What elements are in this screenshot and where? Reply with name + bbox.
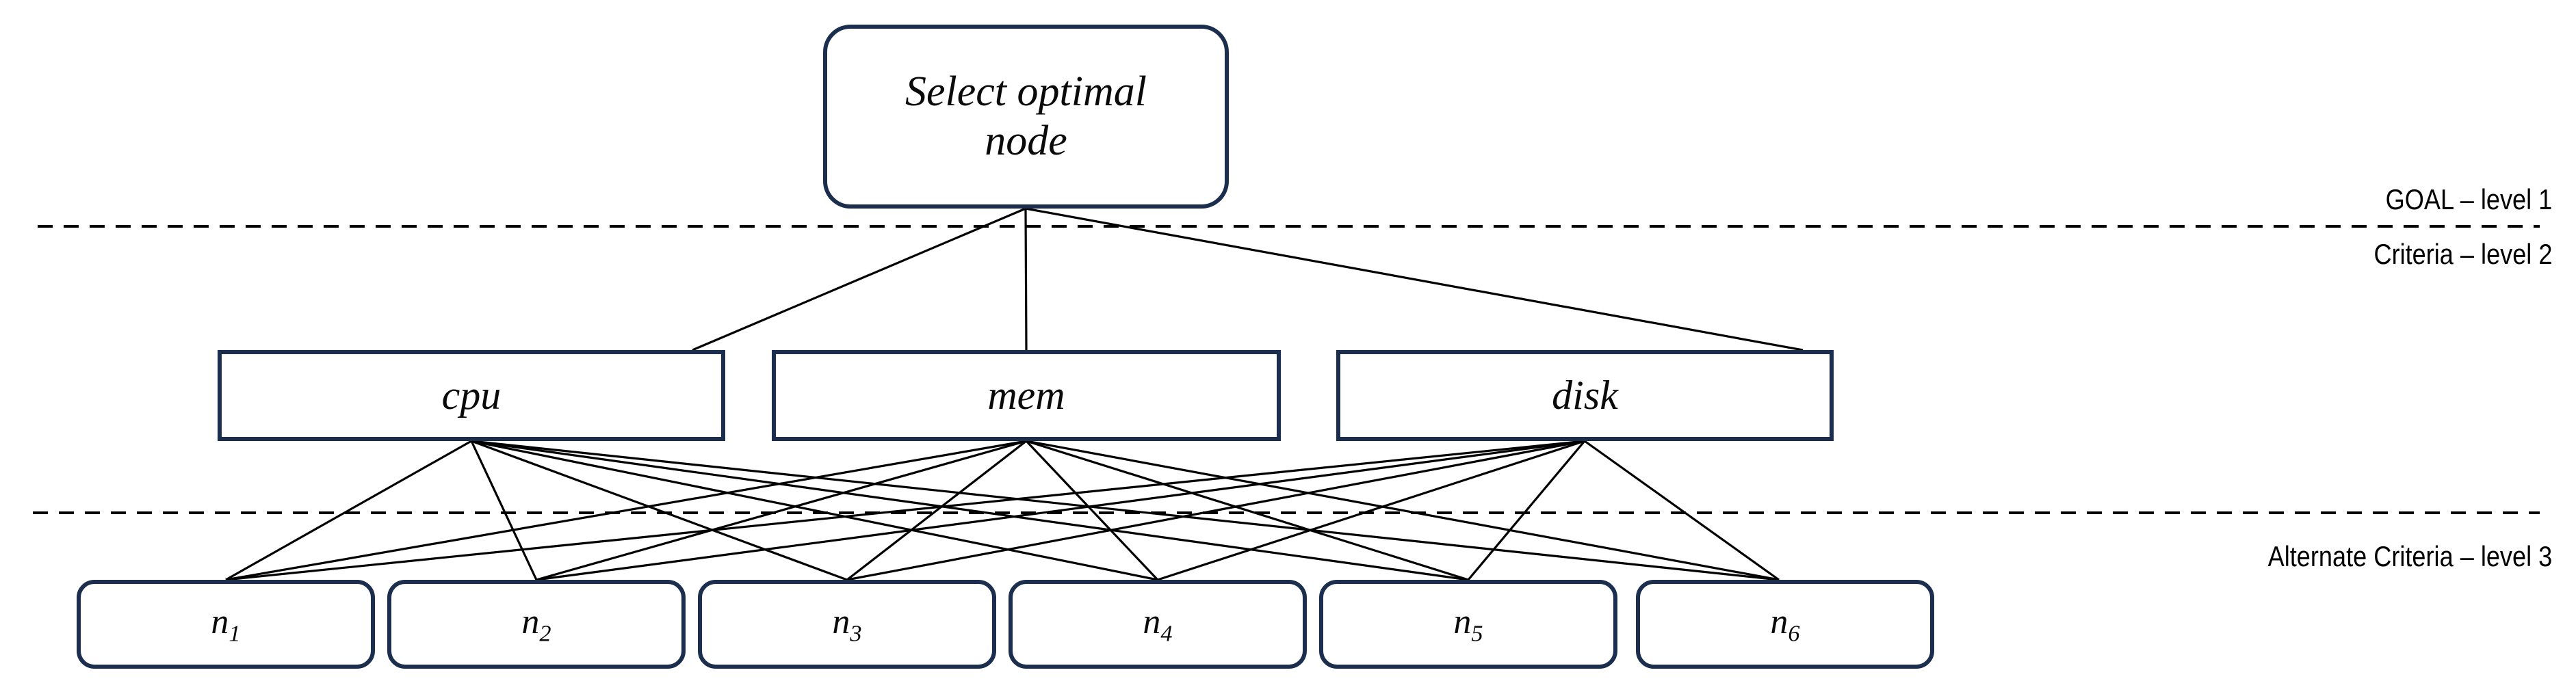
alternative-node-n6-subscript: 6 bbox=[1788, 620, 1800, 647]
edges-mem-to-alternatives bbox=[225, 440, 1780, 581]
criterion-node-cpu[interactable]: cpu bbox=[218, 350, 725, 441]
level-label-goal: GOAL – level 1 bbox=[2385, 183, 2552, 215]
edge-cpu-n2 bbox=[470, 440, 538, 580]
level-label-criteria: Criteria – level 2 bbox=[2373, 238, 2552, 270]
alternative-node-n1[interactable]: n1 bbox=[77, 580, 375, 669]
alternative-node-n3-base: n bbox=[832, 602, 850, 641]
edge-disk-n6 bbox=[1584, 440, 1780, 581]
alternative-node-n3[interactable]: n3 bbox=[698, 580, 996, 669]
alternative-node-n4-base: n bbox=[1143, 602, 1161, 641]
alternative-node-n4[interactable]: n4 bbox=[1009, 580, 1307, 669]
alternative-node-n5[interactable]: n5 bbox=[1319, 580, 1617, 669]
edges-disk-to-alternatives bbox=[225, 440, 1780, 581]
alternative-node-n3-subscript: 3 bbox=[850, 620, 862, 647]
edge-cpu-n5 bbox=[471, 440, 1469, 581]
alternative-node-n1-base: n bbox=[211, 602, 229, 641]
criterion-node-disk[interactable]: disk bbox=[1336, 350, 1834, 441]
alternative-node-n5-subscript: 5 bbox=[1471, 620, 1483, 647]
level-label-alternatives: Alternate Criteria – level 3 bbox=[2267, 540, 2552, 572]
edge-cpu-n6 bbox=[471, 440, 1780, 581]
edge-disk-n3 bbox=[846, 440, 1585, 581]
alternative-node-n2[interactable]: n2 bbox=[387, 580, 686, 669]
edge-disk-n5 bbox=[1467, 440, 1586, 581]
alternative-node-n6-label: n6 bbox=[1770, 602, 1799, 647]
edge-disk-n4 bbox=[1157, 440, 1585, 581]
alternative-node-n5-label: n5 bbox=[1453, 602, 1483, 647]
edge-mem-n3 bbox=[846, 440, 1027, 581]
alternative-node-n6[interactable]: n6 bbox=[1636, 580, 1934, 669]
edge-mem-n2 bbox=[536, 440, 1027, 581]
alternative-node-n1-label: n1 bbox=[211, 602, 240, 647]
edges-cpu-to-alternatives bbox=[225, 440, 1780, 581]
edge-disk-n2 bbox=[536, 440, 1585, 581]
alternative-node-n5-base: n bbox=[1453, 602, 1472, 641]
edge-mem-n6 bbox=[1026, 440, 1780, 581]
criterion-node-cpu-label: cpu bbox=[441, 373, 502, 418]
edge-cpu-n1 bbox=[225, 440, 472, 581]
criterion-node-mem-label: mem bbox=[987, 373, 1065, 418]
alternative-node-n6-base: n bbox=[1770, 602, 1788, 641]
edge-mem-n1 bbox=[225, 440, 1027, 581]
goal-node-label: Select optimal node bbox=[905, 68, 1147, 164]
alternative-node-n3-label: n3 bbox=[832, 602, 861, 647]
edge-cpu-n3 bbox=[471, 440, 848, 581]
edge-mem-n4 bbox=[1025, 440, 1159, 581]
alternative-node-n1-subscript: 1 bbox=[229, 620, 241, 647]
criterion-node-mem[interactable]: mem bbox=[772, 350, 1281, 441]
alternative-node-n2-base: n bbox=[521, 602, 540, 641]
edge-goal-disk bbox=[1025, 207, 1804, 351]
alternative-node-n4-subscript: 4 bbox=[1160, 620, 1173, 647]
edge-disk-n1 bbox=[225, 440, 1585, 581]
alternative-node-n4-label: n4 bbox=[1143, 602, 1172, 647]
goal-node[interactable]: Select optimal node bbox=[823, 25, 1229, 209]
edge-cpu-n4 bbox=[471, 440, 1158, 581]
alternative-node-n2-label: n2 bbox=[521, 602, 551, 647]
edge-mem-n5 bbox=[1026, 440, 1469, 581]
alternative-node-n2-subscript: 2 bbox=[539, 620, 551, 647]
edge-goal-cpu bbox=[692, 207, 1026, 351]
edges-goal-to-criteria bbox=[692, 207, 1804, 351]
criterion-node-disk-label: disk bbox=[1552, 373, 1618, 418]
